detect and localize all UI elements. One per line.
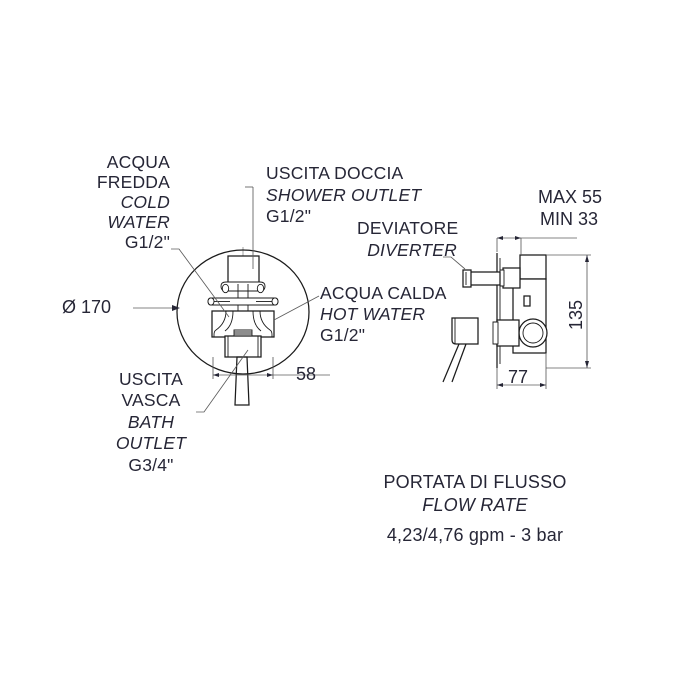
lever-hub-circle-inner [522, 322, 544, 344]
dim135-arrow-top [585, 255, 589, 262]
dimension-depth-front: 58 [296, 364, 317, 384]
cartridge-block [224, 335, 262, 358]
dimension-max-depth: MAX 55 [538, 187, 603, 207]
diverter-knob-cap [462, 269, 472, 288]
label-hot-water-line3: G1/2" [320, 325, 366, 345]
label-cold-water-line2: FREDDA [96, 172, 170, 192]
label-flow-rate-line3: 4,23/4,76 gpm - 3 bar [386, 525, 564, 545]
dimension-width-side: 77 [508, 367, 529, 387]
label-bath-outlet-line4: OUTLET [115, 433, 187, 453]
bath-outlet-spout [234, 356, 250, 406]
side-upper-block [519, 254, 547, 280]
dim77-arrow-right [540, 383, 546, 387]
lever-arm-edge-right [451, 343, 467, 383]
dim77-arrow-left [497, 383, 503, 387]
dimension-height-side: 135 [566, 299, 586, 330]
label-diverter-line2: DIVERTER [367, 240, 457, 260]
diameter-arrow [172, 305, 180, 311]
lever-hub-neck [496, 319, 520, 347]
label-shower-outlet-line3: G1/2" [266, 206, 312, 226]
valve-body-block [211, 310, 275, 338]
label-bath-outlet-line2: VASCA [121, 390, 181, 410]
body-inner-left [213, 310, 227, 337]
dimension-min-depth: MIN 33 [540, 209, 599, 229]
dim58-arrow-left [213, 373, 219, 377]
body-inner-left-2 [224, 310, 234, 332]
label-bath-outlet-line1: USCITA [118, 369, 184, 389]
body-inner-right-2 [252, 310, 262, 332]
label-shower-outlet-line2: SHOWER OUTLET [266, 185, 422, 205]
label-diverter-line1: DEVIATORE [357, 218, 459, 238]
lever-arm-edge-left [442, 343, 460, 383]
maxmin-arrow-right [515, 236, 521, 240]
side-view-group [442, 236, 591, 389]
label-shower-outlet-line1: USCITA DOCCIA [266, 163, 404, 183]
label-flow-rate-line1: PORTATA DI FLUSSO [383, 472, 567, 492]
label-cold-water-line3: COLD [120, 192, 170, 212]
collar-right-cap [256, 283, 265, 294]
label-cold-water-line4: WATER [107, 212, 170, 232]
label-bath-outlet-line3: BATH [127, 412, 175, 432]
dim58-arrow-right [267, 373, 273, 377]
label-hot-water-line1: ACQUA CALDA [320, 283, 447, 303]
escutcheon-circle [176, 249, 310, 375]
label-bath-outlet-line5: G3/4" [128, 455, 174, 475]
body-inner-right [259, 310, 273, 337]
hot-water-leader [273, 295, 320, 321]
maxmin-arrow-left [497, 236, 503, 240]
side-cartridge-cylinder [502, 267, 521, 289]
bath-outlet-leader [196, 349, 249, 413]
label-cold-water-line5: G1/2" [124, 232, 170, 252]
cross-bar-left-cap [207, 297, 215, 306]
dim135-arrow-bottom [585, 361, 589, 368]
cold-water-leader [171, 248, 230, 318]
body-indicator-window [523, 295, 531, 307]
dimension-diameter: Ø 170 [62, 297, 112, 317]
label-cold-water-line1: ACQUA [106, 152, 170, 172]
diverter-stem [469, 271, 501, 286]
label-hot-water-line2: HOT WATER [320, 304, 426, 324]
front-view-group [133, 186, 330, 413]
label-flow-rate-line2: FLOW RATE [422, 495, 528, 515]
lever-hub-flange-collar [492, 321, 499, 345]
diverter-leader [443, 256, 466, 270]
handle-stem-block [227, 255, 260, 285]
lever-handle-body [451, 317, 479, 345]
cross-bar-right-cap [271, 297, 279, 306]
collar-left-cap [221, 283, 230, 294]
